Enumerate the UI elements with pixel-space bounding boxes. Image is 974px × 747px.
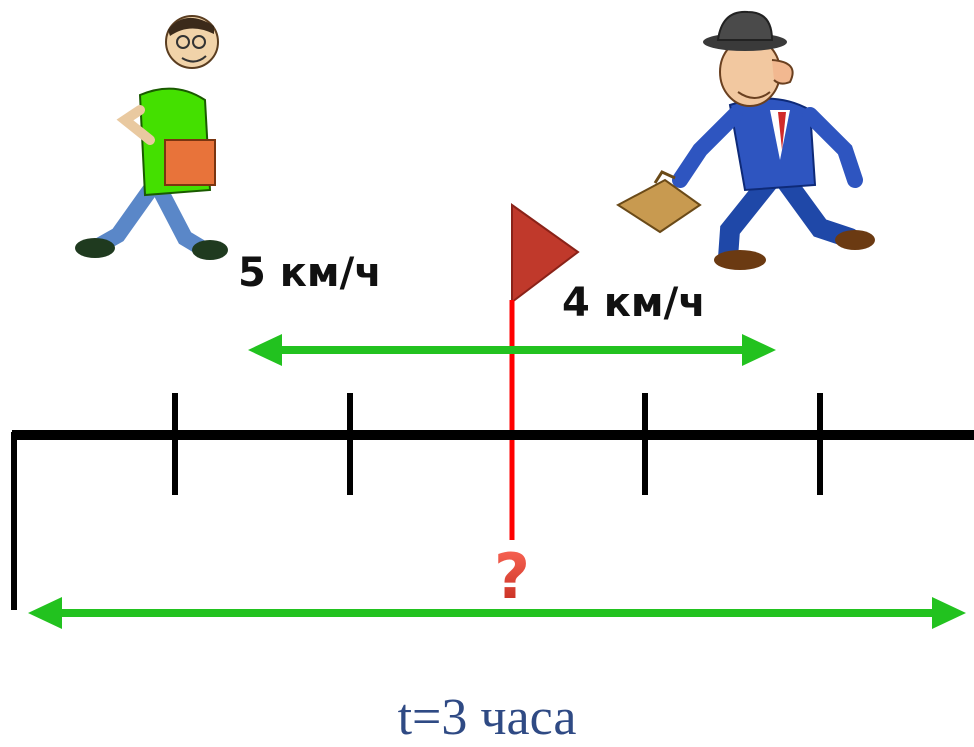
time-label: t=3 часа xyxy=(397,689,577,746)
total-distance-arrow xyxy=(28,597,966,629)
flag-icon xyxy=(511,203,580,305)
walking-businessman-figure xyxy=(616,10,875,270)
right-speed-label: 4 км/ч xyxy=(562,280,706,326)
left-speed-label: 5 км/ч xyxy=(238,250,382,296)
road-line xyxy=(11,430,974,610)
walking-student-figure xyxy=(75,15,228,260)
speeds-arrow xyxy=(248,334,776,366)
question-mark: ? xyxy=(494,540,530,613)
